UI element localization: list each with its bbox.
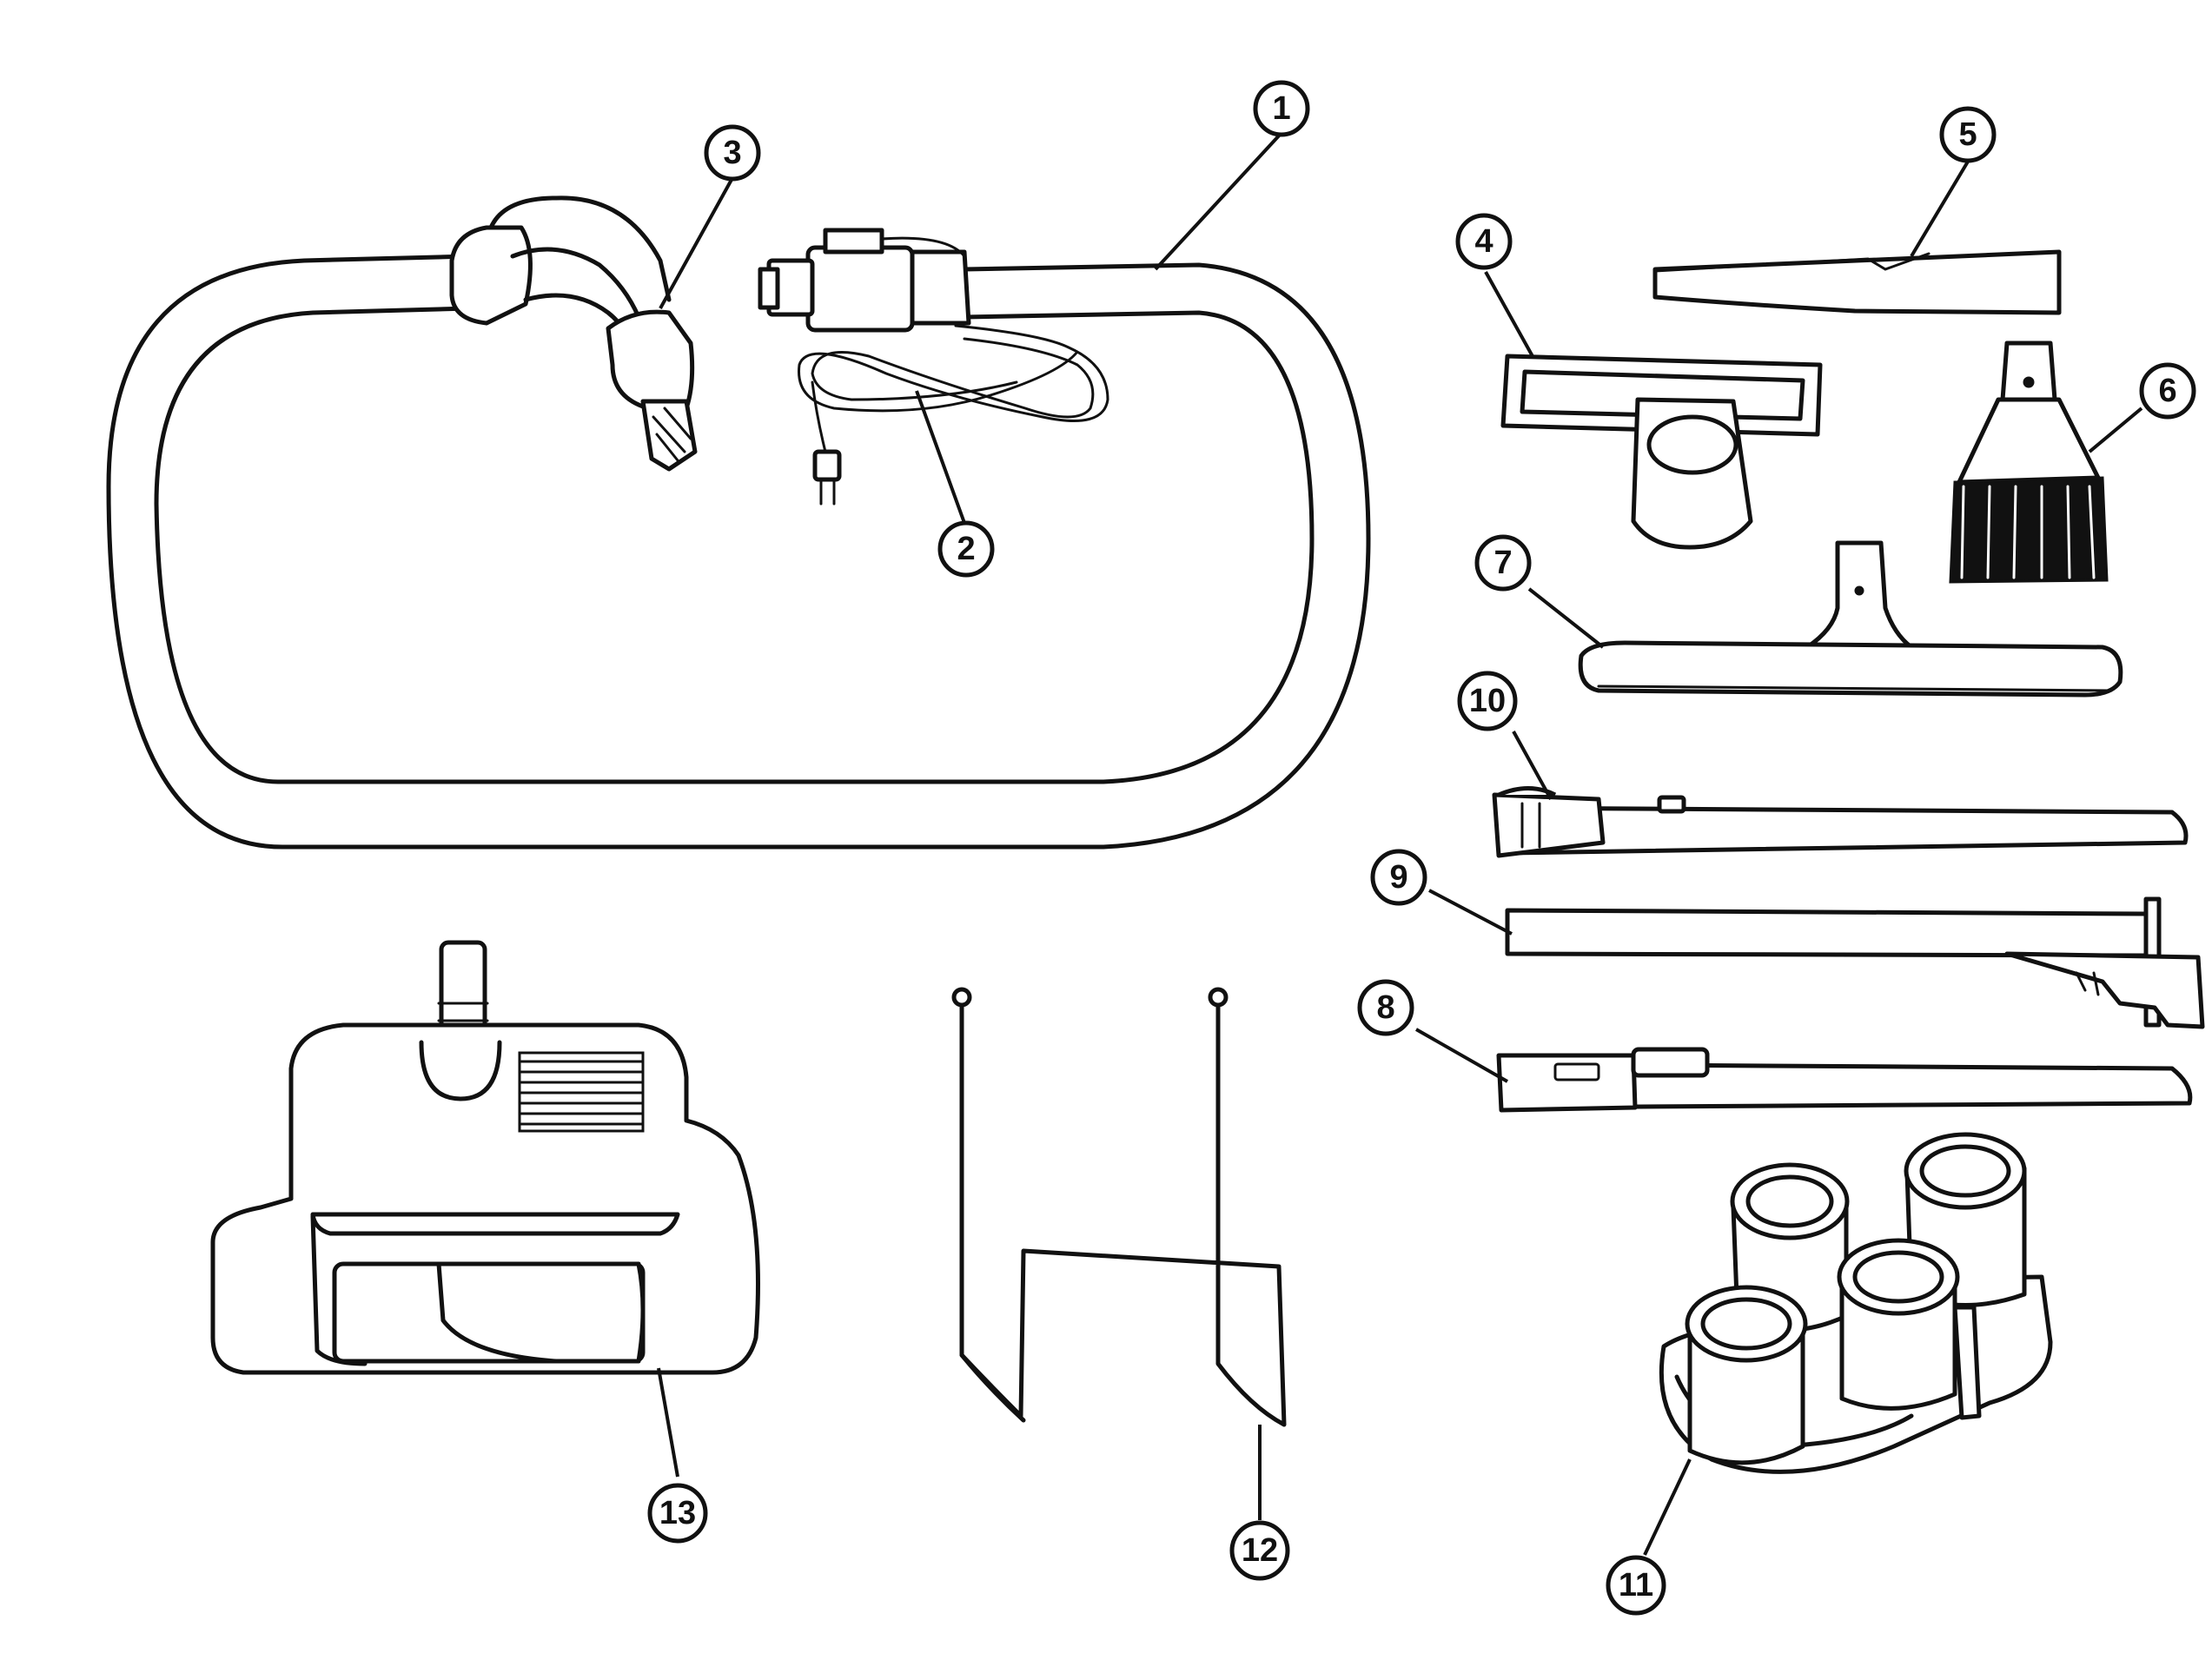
hose-handle	[449, 195, 698, 472]
wand-lower	[1496, 1047, 2193, 1113]
leader-10	[1512, 731, 1553, 800]
leader-5	[1910, 160, 1970, 258]
callout-2: 2	[937, 520, 995, 578]
hose-hanger	[951, 987, 1287, 1427]
callout-9: 9	[1370, 849, 1427, 906]
dusting-brush	[1949, 341, 2109, 584]
leader-1	[1154, 131, 1283, 271]
floor-tool	[1578, 540, 2123, 698]
svg-text:4: 4	[1474, 223, 1493, 260]
callout-6: 6	[2139, 362, 2196, 420]
svg-text:9: 9	[1389, 859, 1407, 896]
svg-text:2: 2	[957, 531, 975, 567]
svg-text:8: 8	[1376, 989, 1394, 1026]
leader-9	[1428, 889, 1513, 936]
callout-11: 11	[1606, 1555, 1666, 1616]
callout-8: 8	[1357, 979, 1414, 1036]
leader-8	[1415, 1028, 1508, 1083]
crevice-tool	[1652, 249, 2062, 315]
callout-12: 12	[1229, 1520, 1290, 1581]
callout-7: 7	[1474, 534, 1532, 592]
callout-5: 5	[1939, 106, 1997, 163]
leader-6	[2088, 407, 2143, 453]
leader-13	[657, 1367, 679, 1478]
svg-text:3: 3	[723, 135, 741, 171]
svg-text:5: 5	[1958, 116, 1977, 153]
power-nozzle	[210, 940, 760, 1375]
wand-middle	[1505, 896, 2205, 1029]
callout-13: 13	[647, 1483, 708, 1544]
upholstery-tool	[1500, 354, 1823, 550]
leader-lines	[657, 131, 2143, 1556]
callout-10: 10	[1457, 671, 1518, 731]
leader-11	[1643, 1458, 1692, 1556]
svg-text:11: 11	[1619, 1567, 1653, 1604]
svg-text:12: 12	[1242, 1532, 1278, 1569]
power-cord	[798, 324, 1109, 506]
callout-4: 4	[1455, 213, 1513, 270]
svg-text:6: 6	[2158, 373, 2176, 409]
callout-3: 3	[704, 124, 761, 182]
leader-7	[1527, 587, 1605, 649]
svg-text:13: 13	[659, 1495, 696, 1531]
wand-upper	[1492, 786, 2189, 858]
tool-holder	[1659, 1132, 2053, 1474]
leader-2	[915, 390, 966, 524]
leader-4	[1484, 271, 1535, 359]
leader-3	[659, 177, 734, 309]
svg-text:10: 10	[1469, 683, 1506, 719]
hose-loop	[106, 228, 1371, 850]
callout-1: 1	[1253, 80, 1310, 137]
svg-text:7: 7	[1493, 545, 1512, 581]
svg-text:1: 1	[1272, 90, 1290, 127]
